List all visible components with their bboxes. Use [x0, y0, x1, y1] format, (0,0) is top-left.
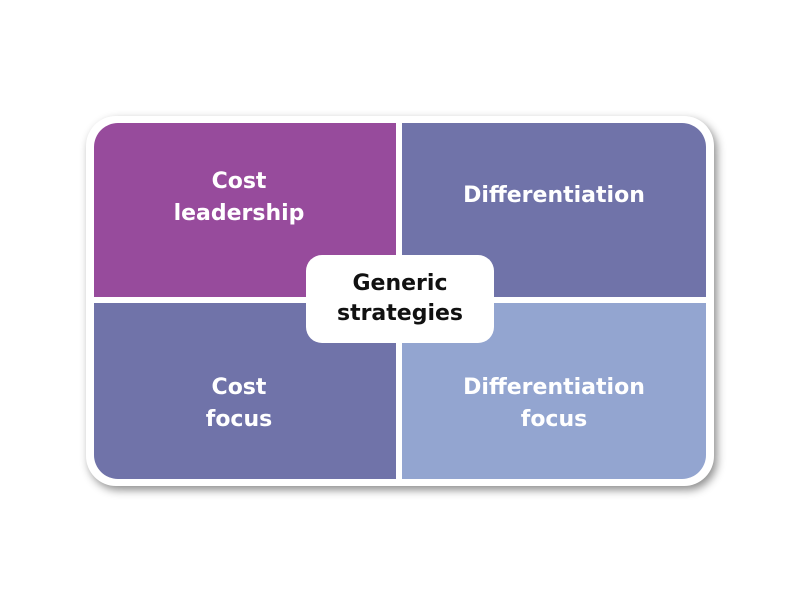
- center-label-line: Generic: [352, 271, 448, 296]
- quadrant-label-line: leadership: [173, 201, 305, 226]
- quadrant-label-line: Cost: [211, 375, 267, 400]
- quadrant-label-line: Differentiation: [463, 375, 645, 400]
- quadrant-label-line: Differentiation: [463, 183, 645, 208]
- quadrant-label-line: focus: [205, 407, 273, 432]
- center-label-box: Generic strategies: [306, 255, 494, 343]
- center-label-line: strategies: [336, 301, 464, 326]
- quadrant-label-line: focus: [520, 407, 588, 432]
- quadrant-label-line: Cost: [211, 169, 267, 194]
